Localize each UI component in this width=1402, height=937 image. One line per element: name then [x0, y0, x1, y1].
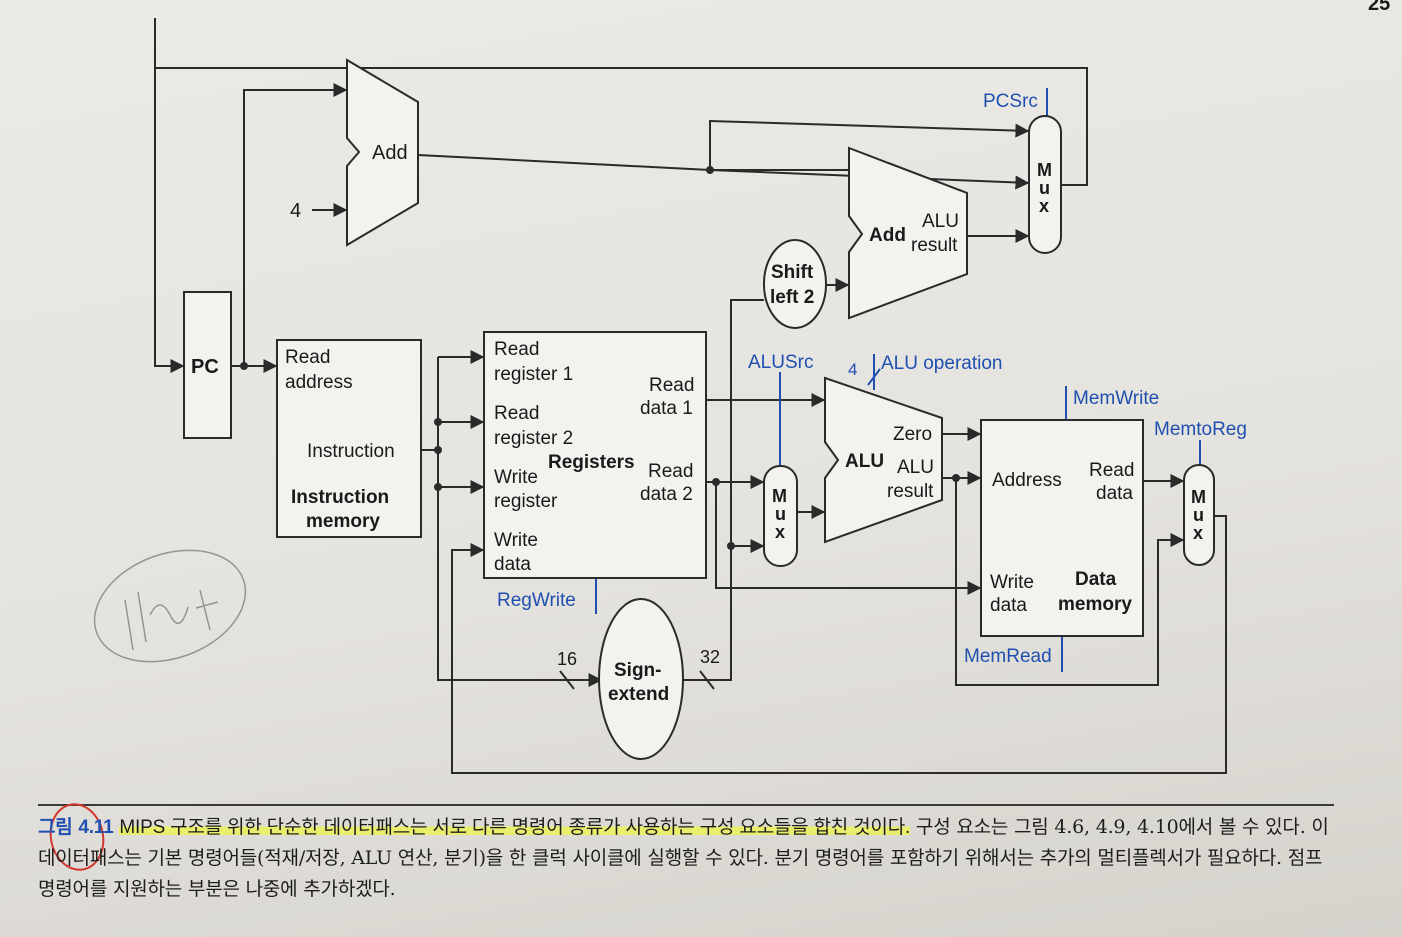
branch-alu-result-1: ALU — [922, 211, 959, 232]
alusrc-label: ALUSrc — [748, 352, 813, 373]
pcsrc-label: PCSrc — [983, 91, 1038, 112]
pc-feedback-wire — [154, 18, 1088, 373]
main-alu: ALU Zero ALU result — [824, 376, 943, 544]
pc-mux: M u x — [1028, 115, 1062, 254]
control-lines — [595, 88, 1201, 672]
pc-register: PC — [183, 291, 232, 439]
branch-adder: Add ALU result — [848, 146, 968, 320]
dm-title-1: Data — [1075, 569, 1117, 590]
store-data-wire — [715, 482, 982, 595]
reg-title: Registers — [548, 452, 635, 473]
caption-title: MIPS 구조를 위한 단순한 데이터패스는 서로 다른 명령어 종류가 사용하… — [119, 817, 911, 838]
pc-adder-label: Add — [372, 142, 408, 164]
dm-read-data-2: data — [1096, 483, 1133, 504]
pc-mux-u: u — [1039, 178, 1050, 198]
dm-address: Address — [992, 470, 1062, 491]
sign-extend-in-width: 16 — [557, 649, 577, 669]
dm-title-2: memory — [1058, 594, 1132, 615]
alu-bypass-wire — [955, 478, 1185, 686]
im-read-address-2: address — [285, 372, 353, 393]
reg-read-register-1-b: register 1 — [494, 364, 573, 385]
reg-read-data-2-a: Read — [648, 461, 693, 482]
pc-to-add-wire — [243, 83, 348, 366]
branch-add-label: Add — [869, 225, 906, 246]
alu-operation-label: ALU operation — [881, 353, 1002, 374]
memwrite-label: MemWrite — [1073, 388, 1159, 409]
reg-read-data-2-b: data 2 — [640, 484, 693, 505]
shift-line-2: left 2 — [770, 287, 814, 308]
memtoreg-mux: M u x — [1183, 464, 1215, 566]
width-32-slash — [699, 670, 715, 690]
caption-number: 4.11 — [78, 817, 114, 838]
instruction-bus — [437, 357, 580, 681]
sign-extend-out-width: 32 — [700, 647, 720, 667]
reg-write-data-a: Write — [494, 530, 538, 551]
alu-label: ALU — [845, 451, 884, 472]
pc-label: PC — [191, 356, 219, 378]
alu-zero: Zero — [893, 424, 932, 445]
shift-left-2: Shift left 2 — [763, 239, 827, 329]
memtoreg-mux-m: M — [1191, 487, 1206, 507]
datapath-wires — [154, 18, 1227, 774]
sign-extend-line-2: extend — [608, 684, 669, 705]
alu-result-2: result — [887, 481, 934, 502]
sign-extend: Sign- extend 16 32 — [557, 598, 720, 760]
reg-write-register-b: register — [494, 491, 558, 512]
const-four: 4 — [290, 200, 301, 222]
caption-label: 그림 — [38, 817, 73, 838]
caption-rule — [38, 804, 1334, 806]
im-instruction-port: Instruction — [307, 441, 395, 462]
alusrc-mux-u: u — [775, 504, 786, 524]
pc-adder: Add — [346, 58, 419, 247]
reg-read-register-1-a: Read — [494, 339, 539, 360]
alusrc-mux: M u x — [763, 465, 798, 567]
control-labels: PCSrc ALUSrc 4 ALU operation MemWrite Me… — [497, 91, 1247, 667]
im-title-2: memory — [306, 511, 380, 532]
figure-caption: 그림 4.11 MIPS 구조를 위한 단순한 데이터패스는 서로 다른 명령어… — [38, 812, 1338, 905]
register-file: Read register 1 Read register 2 Write re… — [483, 331, 707, 579]
page-number: 25 — [1368, 0, 1390, 15]
dm-write-data-2: data — [990, 595, 1027, 616]
imm-to-shift-wire — [730, 299, 764, 546]
branch-alu-result-2: result — [911, 235, 958, 256]
alusrc-mux-m: M — [772, 486, 787, 506]
alu-result-1: ALU — [897, 457, 934, 478]
mips-datapath-diagram: 25 — [93, 0, 1390, 774]
pc-mux-m: M — [1037, 160, 1052, 180]
reg-read-register-2-a: Read — [494, 403, 539, 424]
reg-write-data-b: data — [494, 554, 531, 575]
memtoreg-label: MemtoReg — [1154, 419, 1247, 440]
im-read-address-1: Read — [285, 347, 330, 368]
alusrc-mux-x: x — [775, 522, 785, 542]
regwrite-label: RegWrite — [497, 590, 576, 611]
instruction-memory: Read address Instruction Instruction mem… — [276, 339, 422, 538]
reg-read-data-1-b: data 1 — [640, 398, 693, 419]
memtoreg-mux-x: x — [1193, 523, 1203, 543]
data-memory: Address Read data Write data Data memory — [980, 419, 1144, 637]
pc-mux-x: x — [1039, 196, 1049, 216]
dm-read-data-1: Read — [1089, 460, 1134, 481]
dm-write-data-1: Write — [990, 572, 1034, 593]
width-16-slash — [559, 670, 575, 690]
caption-body: 구성 요소는 그림 4.6, 4.9, 4.10에서 볼 수 있다. 이 데이터… — [38, 816, 1329, 900]
memtoreg-mux-u: u — [1193, 505, 1204, 525]
sign-extend-line-1: Sign- — [614, 660, 662, 681]
pencil-doodle — [93, 549, 247, 663]
reg-write-register-a: Write — [494, 467, 538, 488]
writeback-wire — [451, 515, 1227, 774]
pc-plus4-branch-wire — [709, 119, 1030, 170]
reg-read-register-2-b: register 2 — [494, 428, 573, 449]
memread-label: MemRead — [964, 646, 1052, 667]
shift-line-1: Shift — [771, 262, 814, 283]
alu-op-width: 4 — [848, 360, 857, 379]
im-title-1: Instruction — [291, 487, 389, 508]
reg-read-data-1-a: Read — [649, 375, 694, 396]
